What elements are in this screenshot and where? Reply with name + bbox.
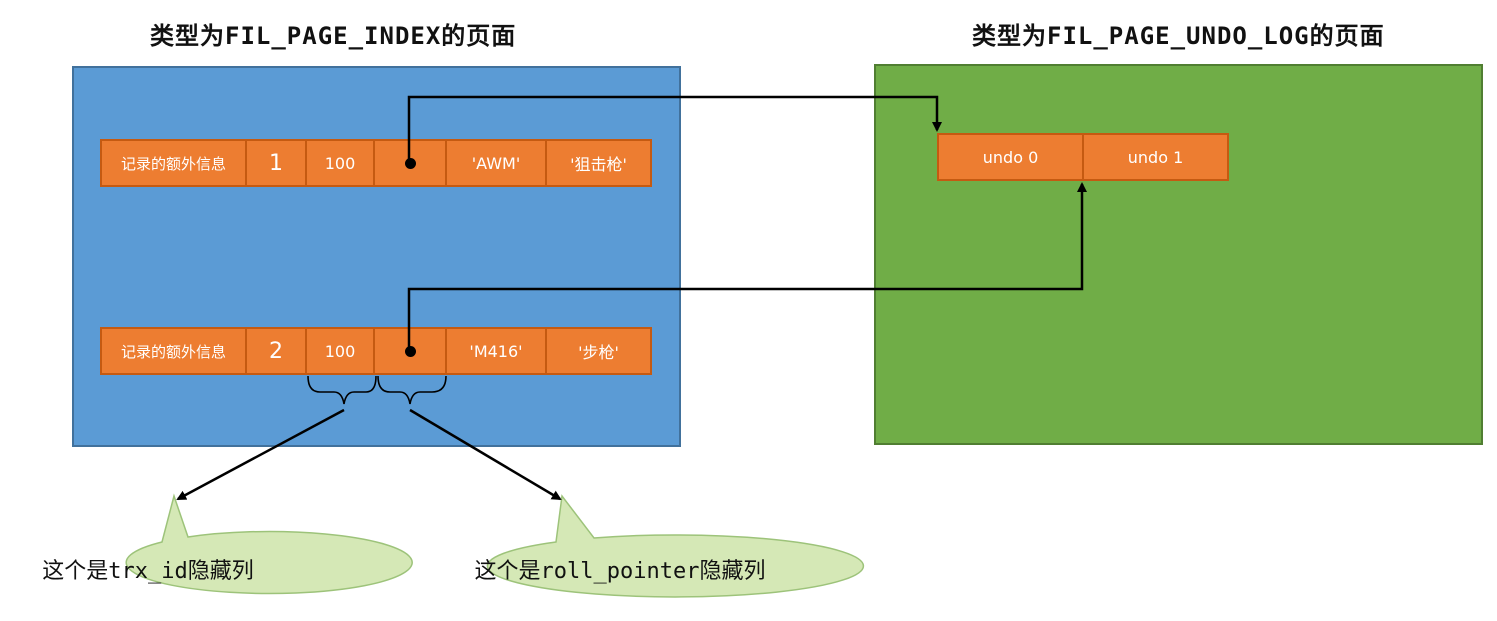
callout-roll-pointer-label: 这个是roll_pointer隐藏列 (474, 559, 766, 584)
arrow-to-roll-pointer-callout (409, 408, 562, 501)
index-page-title: 类型为FIL_PAGE_INDEX的页面 (150, 22, 517, 50)
roll-pointer-brace (377, 375, 447, 405)
record-id-cell: 2 (245, 327, 307, 375)
undo-page-box (874, 64, 1483, 445)
roll-pointer-dot (404, 345, 416, 357)
roll-pointer-dot (404, 157, 416, 169)
undo-log-row: undo 0 undo 1 (937, 133, 1229, 181)
arrow-to-trx-id-callout (176, 408, 345, 501)
index-page-box (72, 66, 681, 447)
record-type-cell: '狙击枪' (545, 139, 652, 187)
pointer-arrow-record2-to-undo1 (407, 182, 1087, 350)
pointer-arrow-record1-to-undo0 (407, 95, 942, 162)
record-extra-info-cell: 记录的额外信息 (100, 327, 247, 375)
record-row: 记录的额外信息 2 100 'M416' '步枪' (100, 327, 652, 375)
record-type-cell: '步枪' (545, 327, 652, 375)
record-id-cell: 1 (245, 139, 307, 187)
record-row: 记录的额外信息 1 100 'AWM' '狙击枪' (100, 139, 652, 187)
trx-id-brace (307, 375, 377, 405)
undo-page-title: 类型为FIL_PAGE_UNDO_LOG的页面 (972, 22, 1385, 50)
undo-log-cell-1: undo 1 (1082, 133, 1229, 181)
callout-trx-id-label: 这个是trx_id隐藏列 (42, 559, 254, 584)
callout-bubble-roll-pointer (486, 494, 865, 598)
callout-bubble-trx-id (125, 493, 413, 595)
record-name-cell: 'M416' (445, 327, 547, 375)
